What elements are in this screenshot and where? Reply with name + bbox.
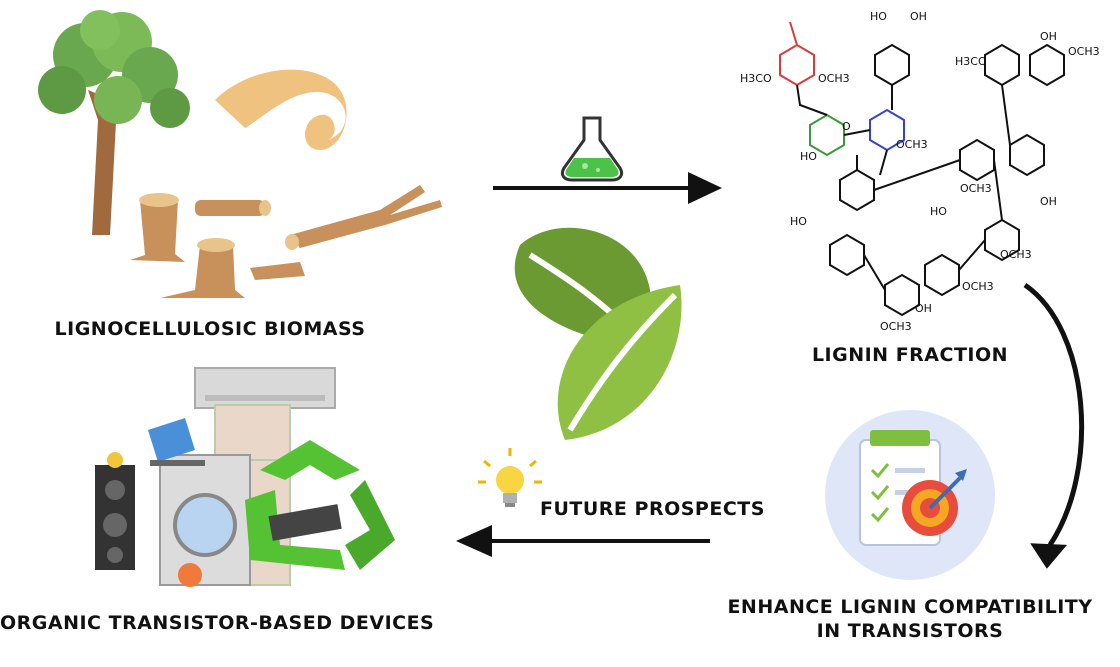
chem-och3-4: OCH3 (962, 280, 994, 293)
leaf-icon (514, 227, 682, 440)
recycle-icon (260, 440, 360, 480)
label-enhance-compatibility: ENHANCE LIGNIN COMPATIBILITY IN TRANSIST… (720, 596, 1100, 644)
label-future-prospects: FUTURE PROSPECTS (540, 498, 765, 520)
air-conditioner-icon (194, 367, 336, 409)
chem-ho-4: HO (790, 215, 807, 228)
wood-shaving-icon (215, 69, 347, 150)
chem-oh-3: OH (1040, 195, 1057, 208)
label-organic-transistor-devices: ORGANIC TRANSISTOR-BASED DEVICES (0, 612, 435, 634)
chem-och3-3: OCH3 (1000, 248, 1032, 261)
chem-oh-2: OH (1040, 30, 1057, 43)
chem-h3co-red: H3CO (740, 72, 772, 85)
chem-ho-1: HO (870, 10, 887, 23)
chem-och3-5: OCH3 (880, 320, 912, 333)
flask-icon (560, 116, 624, 182)
label-enhance-line1: ENHANCE LIGNIN COMPATIBILITY (727, 596, 1093, 618)
chem-oh-1: OH (910, 10, 927, 23)
label-enhance-line2: IN TRANSISTORS (816, 619, 1004, 642)
chem-ho-2: HO (800, 150, 817, 163)
tree-icon (38, 10, 190, 235)
target-checklist-icon (825, 410, 995, 580)
chem-ho-3: HO (930, 205, 947, 218)
arrow-to-enhance-head (1030, 543, 1068, 569)
chem-oh-4: OH (915, 302, 932, 315)
stump-icon (130, 193, 245, 298)
lightbulb-icon (478, 448, 542, 507)
biomass-illustration (38, 10, 442, 298)
chem-h3co-1: H3CO (955, 55, 987, 68)
branch-icon (285, 185, 442, 250)
log-icon (195, 200, 305, 280)
chem-o-green: O (842, 120, 851, 133)
chem-och3-2: OCH3 (960, 182, 992, 195)
chem-och3-1: OCH3 (1068, 45, 1100, 58)
arrow-to-enhance (1023, 282, 1085, 547)
label-lignin-fraction: LIGNIN FRACTION (811, 344, 1009, 366)
chem-och3-red: OCH3 (818, 72, 850, 85)
chem-och3-blue: OCH3 (896, 138, 928, 151)
laptop-icon (148, 418, 195, 462)
arrow-to-lignin-head (688, 172, 722, 204)
label-lignocellulosic-biomass: LIGNOCELLULOSIC BIOMASS (54, 318, 366, 340)
lignin-structure: H3CO OCH3 OCH3 O OH HO OH H3CO OCH3 HO O… (740, 10, 1100, 333)
devices-illustration (95, 367, 395, 587)
arrow-to-devices-head (456, 525, 492, 557)
